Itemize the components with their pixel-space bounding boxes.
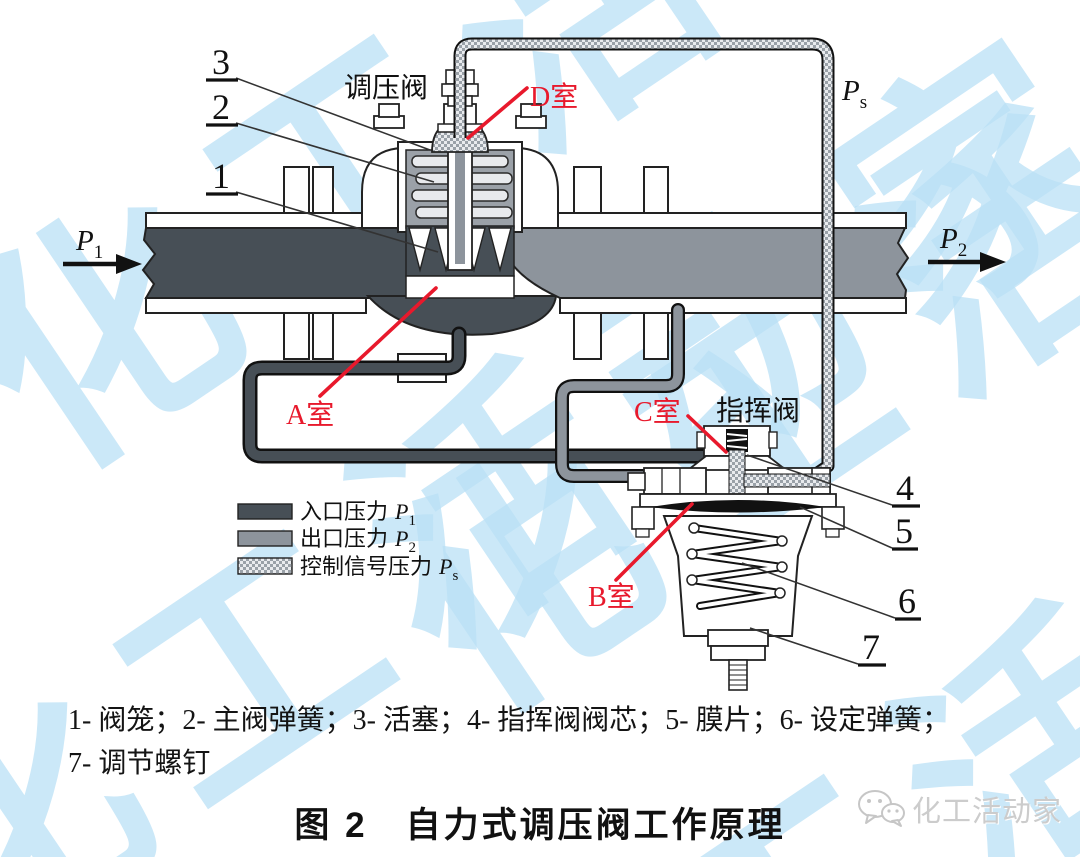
- brand-logo-text: 化工活动家: [912, 796, 1063, 828]
- chamber-leaders: [318, 86, 728, 582]
- pilot-valve: [627, 425, 845, 691]
- part-label-7: 7: [862, 627, 880, 667]
- leader-lines: [235, 77, 896, 665]
- main-valve-label: 调压阀: [344, 72, 428, 104]
- caption-line-2: 7- 调节螺钉: [68, 747, 211, 779]
- part-label-2: 2: [212, 87, 230, 127]
- inlet-sense-tube: [242, 326, 712, 464]
- valve-diagram: 3 2 1 4 5 6 7 D室 A室 C室 B室 调压阀 指挥阀 P1: [63, 37, 1006, 691]
- part-label-6: 6: [898, 581, 916, 621]
- legend-swatch-outlet: [237, 530, 293, 547]
- part-label-1: 1: [212, 156, 230, 196]
- pilot-valve-label: 指挥阀: [716, 395, 800, 427]
- part-label-5: 5: [895, 511, 913, 551]
- diaphragm: [650, 500, 826, 513]
- part-label-4: 4: [896, 468, 914, 508]
- ps-label: Ps: [841, 75, 867, 113]
- caption-line-1: 1- 阀笼；2- 主阀弹簧；3- 活塞；4- 指挥阀阀芯；5- 膜片；6- 设定…: [68, 705, 950, 736]
- brand-logo: 化工活动家: [856, 788, 1062, 830]
- parts-caption: 1- 阀笼；2- 主阀弹簧；3- 活塞；4- 指挥阀阀芯；5- 膜片；6- 设定…: [68, 700, 1028, 785]
- chamber-a-label: A室: [286, 399, 334, 431]
- arrow-right-icon: [928, 252, 1006, 272]
- outlet-flow: [502, 227, 910, 299]
- p2-label: P2: [939, 223, 967, 261]
- p1-label: P1: [75, 225, 103, 263]
- chamber-c-label: C室: [634, 396, 681, 428]
- wechat-icon: [858, 790, 905, 827]
- signal-tube: [453, 37, 835, 487]
- legend-swatch-signal: [237, 557, 293, 575]
- part-label-3: 3: [212, 42, 230, 82]
- part-number-underlines: [206, 78, 921, 667]
- figure-title: 图 2 自力式调压阀工作原理: [294, 806, 786, 845]
- chamber-d-label: D室: [530, 81, 578, 113]
- chamber-b-label: B室: [588, 581, 635, 613]
- arrow-right-icon: [63, 254, 142, 274]
- main-valve: [361, 69, 559, 299]
- legend-swatch-inlet: [237, 503, 293, 520]
- outlet-sense-tube: [555, 303, 685, 483]
